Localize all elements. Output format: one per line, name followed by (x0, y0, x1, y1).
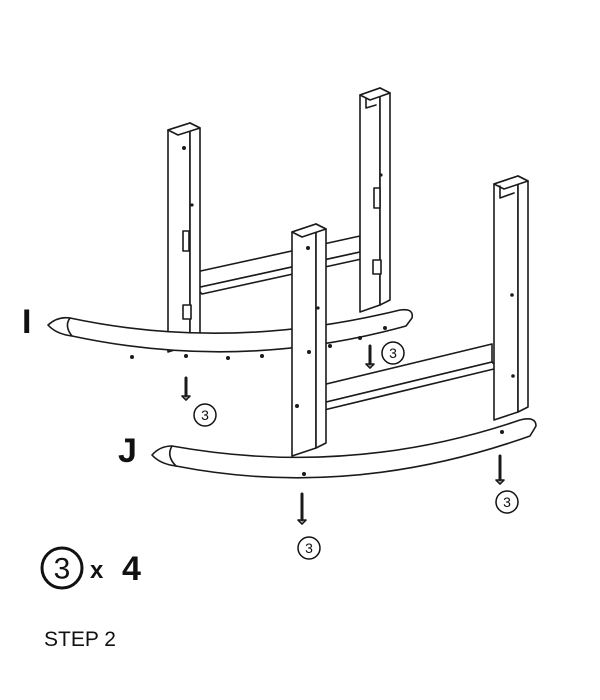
front-right-upright (493, 175, 529, 421)
front-crossbar (317, 343, 499, 411)
callout-rocker-j-left: 3 (297, 536, 321, 560)
back-right-upright (359, 87, 391, 313)
front-left-upright (291, 223, 327, 457)
screw-rocker-j-left (297, 492, 307, 525)
callout-rocker-i-right: 3 (381, 341, 405, 365)
callout-number: 3 (305, 540, 313, 556)
rocker-i (47, 308, 414, 360)
callout-rocker-j-right: 3 (495, 490, 519, 514)
callout-number: 3 (201, 407, 209, 423)
front-frame (291, 175, 529, 457)
quantity-part-number: 3 (54, 553, 71, 586)
back-left-upright (167, 122, 201, 353)
rocker-j (151, 418, 537, 479)
back-frame (167, 87, 391, 353)
callout-rocker-i-left: 3 (193, 403, 217, 427)
callout-number: 3 (389, 345, 397, 361)
screw-rocker-j-right (495, 454, 505, 485)
part-label-i: I (22, 303, 31, 341)
back-crossbar (195, 235, 367, 295)
screw-rocker-i-right (365, 344, 375, 369)
part-label-j: J (118, 432, 137, 470)
callout-number: 3 (503, 494, 511, 510)
step-label: STEP 2 (44, 628, 116, 651)
hardware-quantity: 3 x 4 (40, 546, 141, 590)
quantity-times: x (90, 557, 104, 584)
quantity-count: 4 (122, 550, 141, 588)
screw-rocker-i-left (181, 376, 191, 401)
